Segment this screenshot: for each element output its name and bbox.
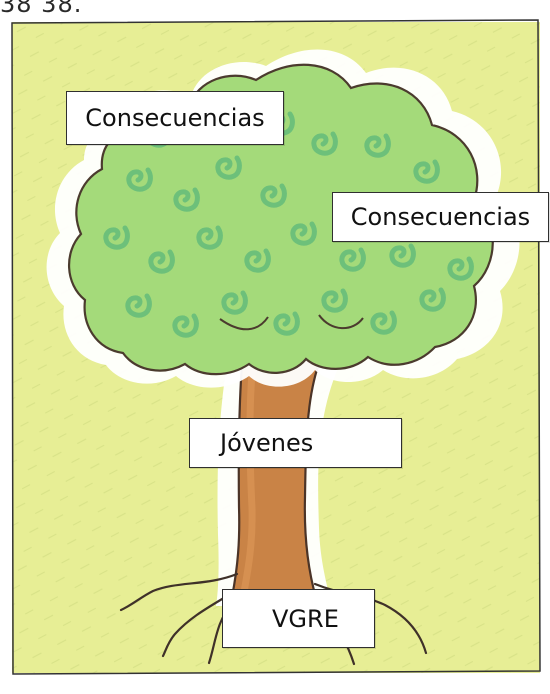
foliage-inner-outline [219,314,364,331]
label-vgre-roots: VGRE [222,589,375,648]
label-youth-trunk: Jóvenes [189,418,402,468]
label-consequences-upper-right: Consecuencias [332,192,549,242]
label-consequences-upper-left: Consecuencias [66,91,284,145]
panel-border [11,19,541,675]
top-cut-text: 38 38. [0,0,83,18]
